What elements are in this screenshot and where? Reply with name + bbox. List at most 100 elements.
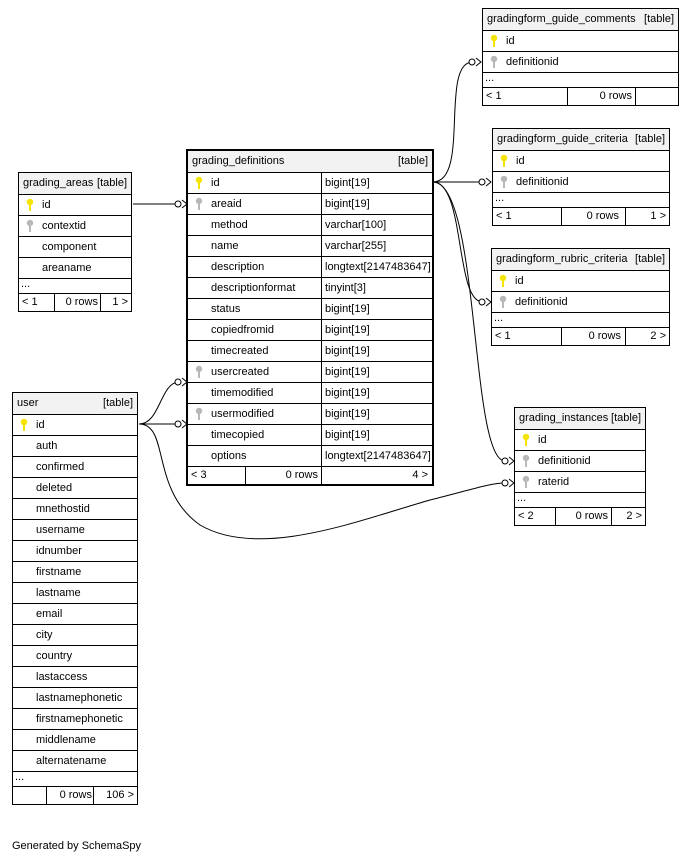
column-name: timecreated	[211, 345, 269, 357]
column-row[interactable]: raterid	[515, 472, 645, 493]
column-name: firstnamephonetic	[36, 713, 123, 725]
column-row[interactable]: id	[483, 31, 678, 52]
column-name: name	[211, 240, 239, 252]
column-row[interactable]: city	[13, 625, 137, 646]
footer-prev[interactable]: < 3	[191, 469, 207, 481]
column-row[interactable]: lastnamephonetic	[13, 688, 137, 709]
table-name[interactable]: gradingform_guide_criteria	[497, 133, 628, 145]
column-name: lastname	[36, 587, 81, 599]
column-row[interactable]: mnethostid	[13, 499, 137, 520]
column-name: timecopied	[211, 429, 265, 441]
column-row[interactable]: definitionid	[483, 52, 678, 73]
primary-key-icon	[499, 154, 509, 168]
column-name: id	[515, 275, 524, 287]
column-row[interactable]: definitionid	[492, 292, 669, 313]
table-gradingform-rubric-criteria: gradingform_rubric_criteria [table] id de…	[491, 248, 670, 346]
column-row[interactable]: definitionid	[515, 451, 645, 472]
column-type: bigint[19]	[321, 341, 370, 361]
table-name[interactable]: grading_instances	[519, 412, 609, 424]
column-name: city	[36, 629, 53, 641]
column-row[interactable]: alternatename	[13, 751, 137, 772]
footer-next[interactable]: 2 >	[650, 330, 666, 342]
table-name[interactable]: grading_areas	[23, 177, 94, 189]
column-name: id	[516, 155, 525, 167]
footer-next[interactable]: 106 >	[106, 789, 134, 801]
column-row[interactable]: username	[13, 520, 137, 541]
column-type: longtext[2147483647]	[321, 446, 431, 466]
footer-prev[interactable]: < 1	[486, 90, 502, 102]
footer-prev[interactable]: < 1	[22, 296, 38, 308]
column-row[interactable]: contextid	[19, 216, 131, 237]
table-header: gradingform_guide_criteria [table]	[493, 129, 669, 151]
footer-prev[interactable]: < 1	[495, 330, 511, 342]
table-footer: < 2 0 rows 2 >	[515, 508, 645, 525]
column-row[interactable]: timecreated bigint[19]	[188, 341, 432, 362]
column-row[interactable]: lastname	[13, 583, 137, 604]
column-row[interactable]: id	[493, 151, 669, 172]
column-name: mnethostid	[36, 503, 90, 515]
more-columns: ...	[19, 279, 131, 294]
column-type: bigint[19]	[321, 362, 370, 382]
table-name[interactable]: user	[17, 397, 39, 409]
table-header: grading_areas [table]	[19, 173, 131, 195]
table-footer: < 1 0 rows 1 >	[493, 208, 669, 225]
footer-prev[interactable]: < 1	[496, 210, 512, 222]
table-tag: [table]	[97, 177, 127, 189]
column-name: country	[36, 650, 73, 662]
column-name: component	[42, 241, 97, 253]
table-name[interactable]: gradingform_rubric_criteria	[496, 253, 628, 265]
column-row[interactable]: confirmed	[13, 457, 137, 478]
column-row[interactable]: auth	[13, 436, 137, 457]
column-row[interactable]: component	[19, 237, 131, 258]
table-tag: [table]	[611, 412, 641, 424]
column-row[interactable]: deleted	[13, 478, 137, 499]
footer-next[interactable]: 2 >	[626, 510, 642, 522]
column-row[interactable]: id	[13, 415, 137, 436]
column-row[interactable]: country	[13, 646, 137, 667]
foreign-key-icon	[498, 295, 508, 309]
table-header: user [table]	[13, 393, 137, 415]
footer-next[interactable]: 1 >	[650, 210, 666, 222]
footer-prev[interactable]: < 2	[518, 510, 534, 522]
footer-row-count: 0 rows	[586, 210, 619, 222]
column-row[interactable]: definitionid	[493, 172, 669, 193]
column-type: bigint[19]	[321, 320, 370, 340]
footer-row-count: 0 rows	[599, 90, 632, 102]
column-row[interactable]: idnumber	[13, 541, 137, 562]
table-header: gradingform_rubric_criteria [table]	[492, 249, 669, 271]
column-row[interactable]: id	[515, 430, 645, 451]
column-row[interactable]: email	[13, 604, 137, 625]
column-name: status	[211, 303, 241, 315]
column-row[interactable]: lastaccess	[13, 667, 137, 688]
foreign-key-icon	[194, 365, 204, 379]
column-row[interactable]: firstnamephonetic	[13, 709, 137, 730]
column-row[interactable]: areaname	[19, 258, 131, 279]
footer-next[interactable]: 1 >	[112, 296, 128, 308]
footer-next[interactable]: 4 >	[412, 469, 428, 481]
table-name[interactable]: grading_definitions	[192, 155, 285, 167]
link-def-instances	[432, 181, 506, 462]
column-row[interactable]: id	[19, 195, 131, 216]
table-header: gradingform_guide_comments [table]	[483, 9, 678, 31]
table-tag: [table]	[103, 397, 133, 409]
column-row[interactable]: firstname	[13, 562, 137, 583]
table-name[interactable]: gradingform_guide_comments	[487, 13, 636, 25]
column-name: deleted	[36, 482, 73, 494]
table-tag: [table]	[398, 155, 428, 167]
column-row[interactable]: middlename	[13, 730, 137, 751]
column-row[interactable]: id	[492, 271, 669, 292]
